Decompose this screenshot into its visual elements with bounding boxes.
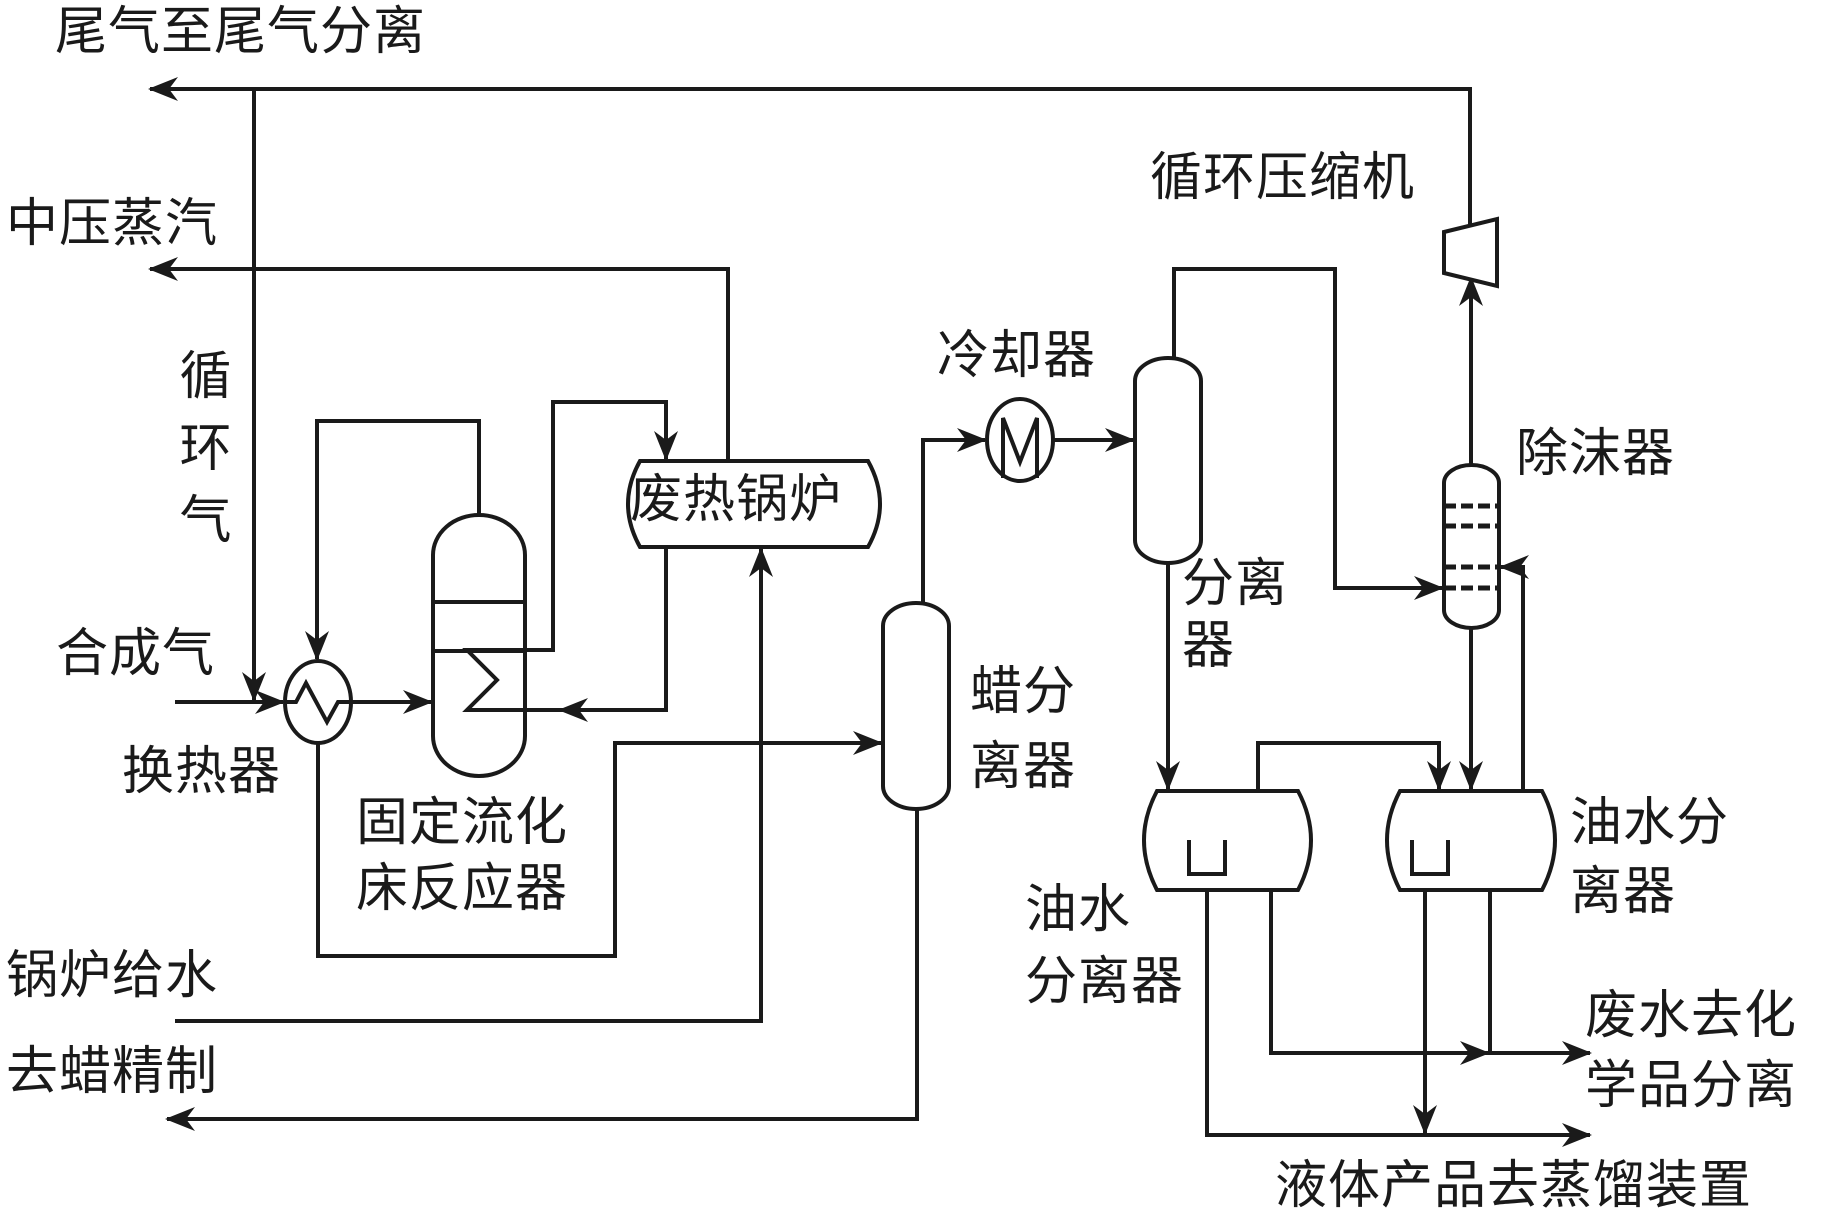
boiler-feed-water-line [175, 547, 773, 1023]
separator-label-line2: 器 [1182, 616, 1236, 676]
reactor-label-line2: 床反应器 [356, 859, 569, 919]
wastewater-label-line1: 废水去化 [1585, 986, 1798, 1046]
compressor-icon [1442, 216, 1499, 289]
wax-separator-label-line1: 蜡分 [970, 662, 1077, 722]
reactor-overhead-line [305, 419, 481, 661]
cooling-coil-icon [462, 648, 553, 712]
demister-label: 除沫器 [1516, 424, 1676, 484]
mp-steam-label: 中压蒸汽 [6, 194, 219, 254]
ows2-to-demister-line [1499, 555, 1529, 791]
wax-separator-vessel [881, 601, 951, 811]
mp-steam-line [148, 257, 730, 461]
recycle-gas-label: 循环气 [170, 348, 230, 564]
boiler-feed-water-label: 锅炉给水 [6, 946, 219, 1006]
ows1-oil-line [1205, 890, 1592, 1147]
cooler-M-icon [985, 397, 1055, 483]
liquid-product-label: 液体产品去蒸馏装置 [1275, 1156, 1753, 1216]
recycle-compressor-label: 循环压缩机 [1150, 148, 1416, 208]
oil-water-separator-2-vessel [1385, 789, 1557, 892]
heat-exchanger-label: 换热器 [122, 742, 282, 802]
exchanger-to-wax-separator-line [316, 731, 883, 958]
tail-gas-label: 尾气至尾气分离 [55, 2, 427, 62]
ows1-label-line2: 分离器 [1025, 952, 1185, 1012]
demister-vessel [1442, 463, 1501, 630]
waste-heat-boiler-label: 废热锅炉 [630, 470, 843, 530]
reactor-label-line1: 固定流化 [356, 793, 569, 853]
wax-refining-line [165, 809, 919, 1131]
wax-separator-label-line2: 离器 [970, 737, 1077, 797]
separator-to-demister-line [1172, 267, 1444, 600]
ows1-to-ows2-line [1256, 741, 1451, 791]
ows2-label-line2: 离器 [1570, 862, 1677, 922]
separator-label-line1: 分离 [1182, 554, 1289, 614]
ows1-label-line1: 油水 [1025, 880, 1132, 940]
boiler-to-coil-line [558, 547, 668, 722]
separator-vessel [1133, 356, 1203, 565]
wax-sep-to-cooler-line [921, 428, 987, 603]
waste-heat-boiler-vessel [626, 459, 882, 549]
tail-gas-line [148, 77, 1472, 226]
wax-refining-label: 去蜡精制 [6, 1042, 219, 1102]
syngas-label: 合成气 [56, 624, 216, 684]
wastewater-label-line2: 学品分离 [1585, 1056, 1798, 1116]
heat-exchanger-icon [283, 659, 353, 745]
ows1-water-line [1269, 890, 1490, 1065]
cooler-label: 冷却器 [937, 326, 1097, 386]
oil-water-separator-1-vessel [1142, 789, 1313, 892]
reactor-vessel [431, 513, 553, 778]
ows2-label-line1: 油水分 [1570, 793, 1730, 853]
